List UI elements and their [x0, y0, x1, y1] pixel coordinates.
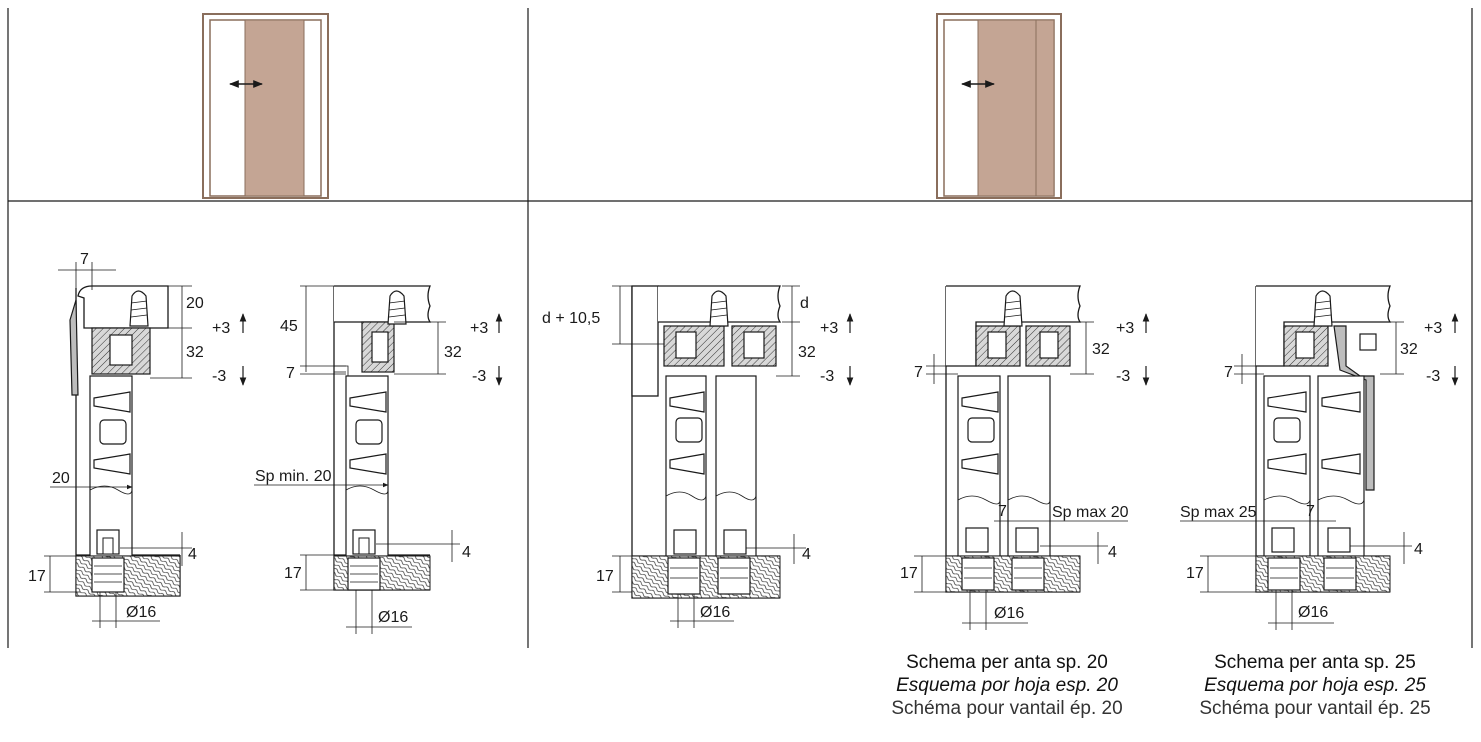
dim-d5-track-height: 32 — [1400, 341, 1418, 358]
dim-d1-track-height: 32 — [186, 344, 204, 361]
dim-d5-minus: -3 — [1426, 368, 1440, 385]
dim-d4-gap-top: 7 — [914, 364, 923, 381]
dim-d2-plus: +3 — [470, 320, 488, 337]
dim-d1-bottom-height: 17 — [28, 568, 46, 585]
dim-d1-door-thickness: 20 — [52, 470, 70, 487]
dim-d3-plus: +3 — [820, 320, 838, 337]
door-elevation-single — [202, 13, 329, 199]
dim-d4-door-thickness: Sp max 20 — [1052, 504, 1129, 521]
grid-lines — [7, 8, 1473, 648]
dim-d5-door-thickness: Sp max 25 — [1180, 504, 1257, 521]
dim-d5-gap-top: 7 — [1224, 364, 1233, 381]
caption-sp25-it: Schema per anta sp. 25 — [1214, 652, 1416, 673]
section-detail-4: 7 32 +3 -3 7 Sp max 20 17 4 Ø16 — [900, 285, 1150, 630]
dim-d2-minus: -3 — [472, 368, 486, 385]
dim-d5-guide-gap: 4 — [1414, 541, 1423, 558]
dim-d3-minus: -3 — [820, 368, 834, 385]
dim-d2-track-height: 32 — [444, 344, 462, 361]
dim-d4-plus: +3 — [1116, 320, 1134, 337]
dim-d3-d: d — [800, 295, 809, 312]
dim-d4-bottom-height: 17 — [900, 565, 918, 582]
dim-d3-track-height: 32 — [798, 344, 816, 361]
dim-d5-plus: +3 — [1424, 320, 1442, 337]
dim-d2-top-height: 45 — [280, 318, 298, 335]
dim-d3-diameter: Ø16 — [700, 604, 730, 621]
dim-d2-diameter: Ø16 — [378, 609, 408, 626]
caption-sp25-es: Esquema por hoja esp. 25 — [1204, 675, 1426, 696]
door-elevation-double — [936, 13, 1062, 199]
section-detail-3: d + 10,5 d 32 +3 -3 17 4 Ø16 — [542, 285, 854, 628]
dim-d4-diameter: Ø16 — [994, 605, 1024, 622]
dim-d4-gap-mid: 7 — [998, 503, 1007, 520]
dim-d3-offset: d + 10,5 — [542, 310, 600, 327]
section-detail-1: 7 20 32 +3 -3 20 17 4 Ø16 — [28, 251, 247, 628]
dim-d3-bottom-height: 17 — [596, 568, 614, 585]
dim-d1-top-offset: 7 — [80, 251, 89, 268]
dim-d1-profile-height: 20 — [186, 295, 204, 312]
caption-sp20-fr: Schéma pour vantail ép. 20 — [891, 698, 1123, 719]
caption-sp20-es: Esquema por hoja esp. 20 — [896, 675, 1118, 696]
dim-d5-diameter: Ø16 — [1298, 604, 1328, 621]
caption-sp20-it: Schema per anta sp. 20 — [906, 652, 1108, 673]
dim-d4-guide-gap: 4 — [1108, 544, 1117, 561]
caption-sp20: Schema per anta sp. 20 Esquema por hoja … — [862, 651, 1152, 720]
section-detail-5: 7 32 +3 -3 Sp max 25 7 17 4 Ø16 — [1180, 285, 1459, 630]
dim-d3-guide-gap: 4 — [802, 546, 811, 563]
dim-d2-bottom-height: 17 — [284, 565, 302, 582]
dim-d2-guide-gap: 4 — [462, 544, 471, 561]
dim-d2-gap: 7 — [286, 365, 295, 382]
section-detail-2: 45 7 32 +3 -3 Sp min. 20 17 4 Ø16 — [254, 285, 503, 634]
dim-d5-bottom-height: 17 — [1186, 565, 1204, 582]
dim-d1-minus: -3 — [212, 368, 226, 385]
dim-d4-minus: -3 — [1116, 368, 1130, 385]
dim-d1-guide-gap: 4 — [188, 546, 197, 563]
dim-d5-gap-mid: 7 — [1306, 503, 1315, 520]
dim-d1-plus: +3 — [212, 320, 230, 337]
dim-d4-track-height: 32 — [1092, 341, 1110, 358]
caption-sp25: Schema per anta sp. 25 Esquema por hoja … — [1170, 651, 1460, 720]
dim-d2-door-thickness: Sp min. 20 — [255, 468, 332, 485]
caption-sp25-fr: Schéma pour vantail ép. 25 — [1199, 698, 1431, 719]
dim-d1-diameter: Ø16 — [126, 604, 156, 621]
